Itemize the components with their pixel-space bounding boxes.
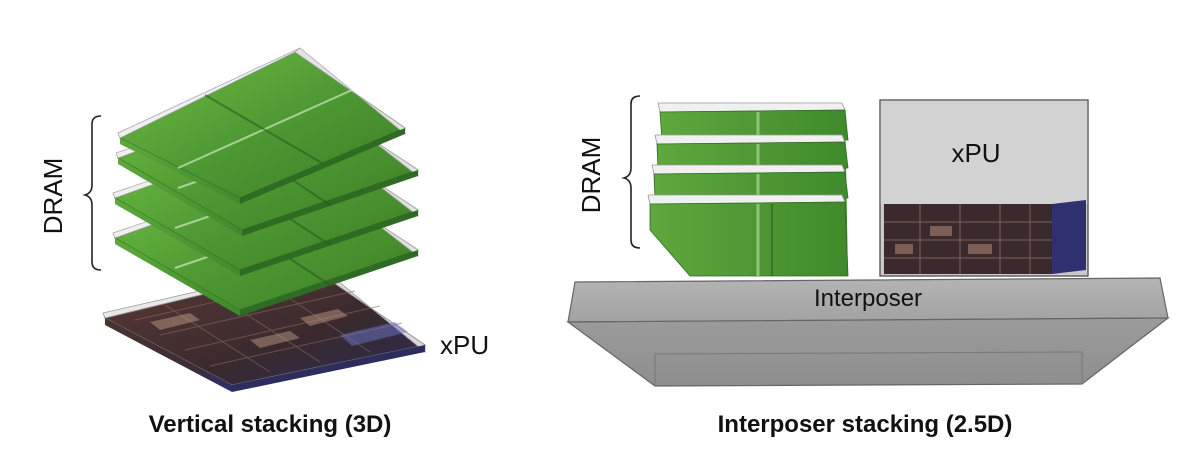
right-dram-brace: [621, 95, 641, 249]
interposer-slab: [566, 277, 1170, 387]
right-xpu-label: xPU: [951, 138, 1000, 168]
right-caption: Interposer stacking (2.5D): [718, 411, 1013, 438]
right-dram-layer-2: [654, 134, 849, 171]
interposer-stack-group: Interposer: [566, 95, 1170, 438]
interposer-label: Interposer: [814, 285, 922, 312]
vertical-stack-group: DRAM xPU Vertical stacking (3D): [38, 47, 489, 438]
right-dram-layer-4: [647, 194, 849, 277]
left-dram-layer-1: [117, 47, 407, 204]
right-dram-layer-3: [651, 164, 849, 201]
right-dram-layer-1: [657, 102, 849, 141]
right-xpu-box: [879, 99, 1089, 277]
left-dram-brace: [82, 115, 102, 271]
left-caption: Vertical stacking (3D): [149, 411, 392, 438]
right-dram-label: DRAM: [576, 137, 606, 214]
left-dram-label: DRAM: [38, 158, 68, 235]
left-xpu-label: xPU: [440, 330, 489, 360]
left-xpu-chip: [102, 263, 427, 392]
right-dram-stack: [647, 102, 849, 277]
